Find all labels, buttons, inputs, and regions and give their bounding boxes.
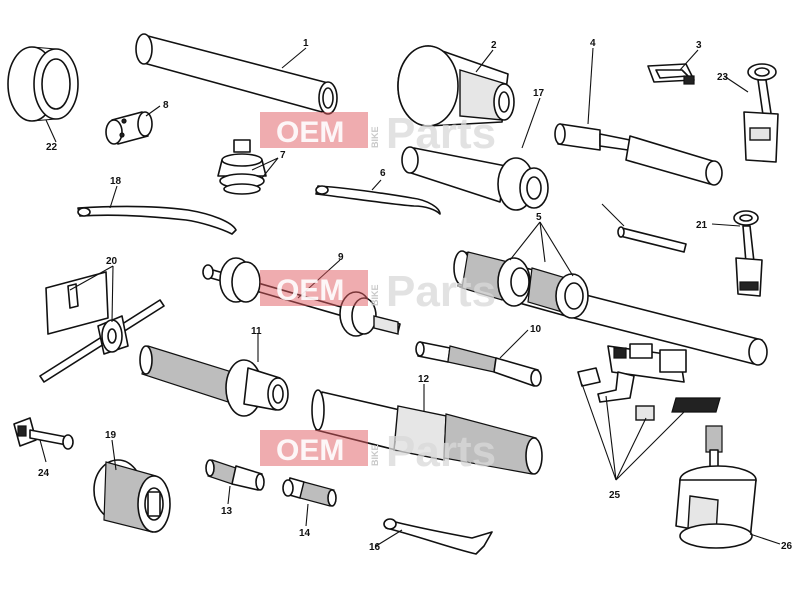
watermark-2: OEM BIKE Parts xyxy=(260,267,496,316)
callout-4: 4 xyxy=(590,38,596,49)
svg-text:OEM: OEM xyxy=(276,116,344,149)
callout-labels: 1 2 3 4 23 8 17 22 7 6 18 5 21 9 20 11 1… xyxy=(38,38,793,553)
part-18-hook-wrench xyxy=(77,205,237,235)
svg-text:OEM: OEM xyxy=(276,274,344,307)
callout-7: 7 xyxy=(280,150,286,161)
part-19-knurled-nut xyxy=(93,459,171,533)
part-8-small-bush xyxy=(105,111,153,145)
watermark-1: OEM BIKE Parts xyxy=(260,109,496,158)
watermark-3: OEM BIKE Parts xyxy=(260,427,496,476)
part-26-puller-base xyxy=(675,425,757,549)
part-21-valve-tool xyxy=(733,210,763,297)
callout-26: 26 xyxy=(781,541,793,552)
part-17-flanged-bush xyxy=(401,146,549,211)
callout-13: 13 xyxy=(221,506,233,517)
svg-text:Parts: Parts xyxy=(386,267,496,316)
part-15-pin xyxy=(617,226,687,253)
leader-lines xyxy=(39,47,781,547)
svg-text:Parts: Parts xyxy=(386,109,496,158)
callout-17: 17 xyxy=(533,88,545,99)
callout-24: 24 xyxy=(38,468,50,479)
part-5-bar-with-bushes xyxy=(453,250,768,366)
callout-10: 10 xyxy=(530,324,542,335)
callout-23: 23 xyxy=(717,72,729,83)
callout-20: 20 xyxy=(106,256,118,267)
part-4-stepped-shaft xyxy=(554,123,723,186)
svg-text:BIKE: BIKE xyxy=(370,444,380,466)
part-22-ring xyxy=(7,46,79,122)
part-25-clamp-kit xyxy=(577,343,721,421)
part-12-large-sleeve xyxy=(311,389,543,475)
part-3-clip xyxy=(647,63,695,85)
part-13-stud xyxy=(205,459,265,491)
callout-14: 14 xyxy=(299,528,311,539)
callout-1: 1 xyxy=(303,38,309,49)
callout-6: 6 xyxy=(380,168,386,179)
svg-text:OEM: OEM xyxy=(276,434,344,467)
callout-9: 9 xyxy=(338,252,344,263)
callout-2: 2 xyxy=(491,40,497,51)
part-20-plate-and-bar xyxy=(39,271,165,383)
callout-3: 3 xyxy=(696,40,702,51)
svg-text:BIKE: BIKE xyxy=(370,284,380,306)
part-6-hook-wrench xyxy=(315,185,441,215)
callout-19: 19 xyxy=(105,430,117,441)
callout-22: 22 xyxy=(46,142,58,153)
callout-25: 25 xyxy=(609,490,621,501)
svg-text:Parts: Parts xyxy=(386,427,496,476)
callout-8: 8 xyxy=(163,100,169,111)
part-23-valve-tool xyxy=(743,63,779,163)
callout-5: 5 xyxy=(536,212,542,223)
callout-12: 12 xyxy=(418,374,430,385)
callout-18: 18 xyxy=(110,176,122,187)
part-7-puller xyxy=(217,139,267,195)
callout-16: 16 xyxy=(369,542,381,553)
part-24-small-clamp xyxy=(13,417,74,450)
part-1-long-tube xyxy=(135,33,338,115)
part-11-flanged-bush xyxy=(139,345,289,417)
part-10-knurled-bar xyxy=(415,341,542,387)
svg-text:BIKE: BIKE xyxy=(370,126,380,148)
part-16-wrench xyxy=(383,518,493,555)
callout-21: 21 xyxy=(696,220,708,231)
part-2-flanged-sleeve xyxy=(397,45,515,127)
part-14-stud xyxy=(282,477,337,507)
callout-11: 11 xyxy=(251,326,262,337)
